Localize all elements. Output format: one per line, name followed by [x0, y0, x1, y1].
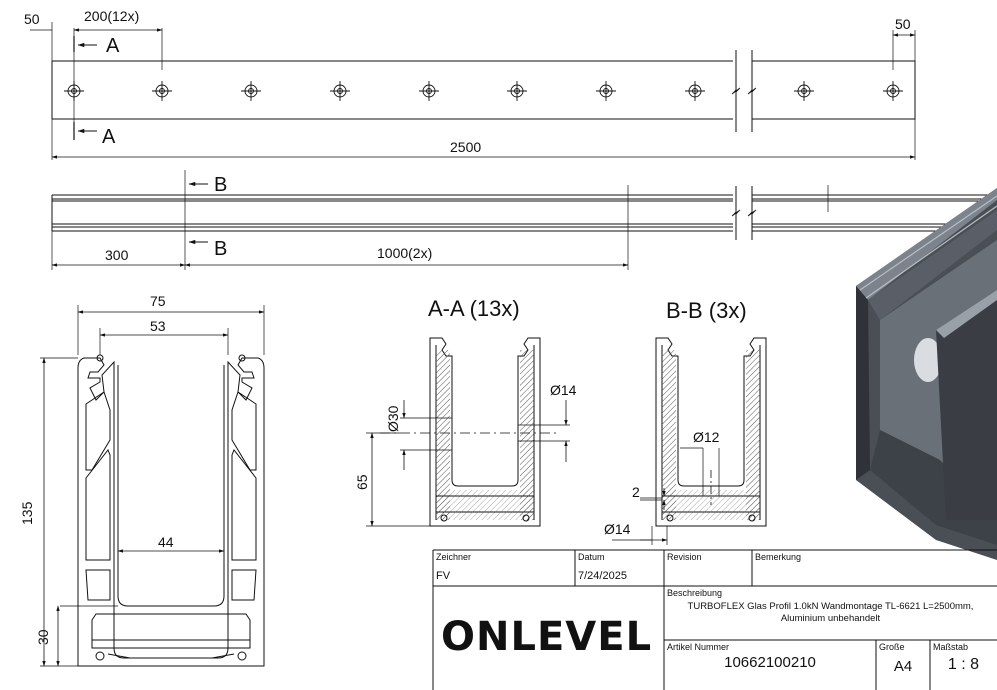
top-view-holes [64, 81, 903, 101]
artikel-value: 10662100210 [724, 654, 816, 671]
dim-inner-53: 53 [150, 318, 166, 334]
dim-spacing-1000: 1000(2x) [377, 245, 432, 261]
bemerkung-label: Bemerkung [755, 552, 802, 562]
logo-cell: ONLEVEL [433, 586, 664, 690]
beschreibung-label: Beschreibung [667, 588, 723, 598]
hole-marker [330, 81, 350, 101]
section-b-label-bottom: B [214, 238, 227, 260]
hole-marker [883, 81, 903, 101]
revision-label: Revision [667, 552, 702, 562]
section-a-label-bottom: A [102, 126, 116, 148]
dim-width-75: 75 [150, 293, 166, 309]
hole-marker [596, 81, 616, 101]
hole-marker [685, 81, 705, 101]
hole-marker [241, 81, 261, 101]
dim-offset-300: 300 [105, 247, 129, 263]
beschreibung-line2: Aluminium unbehandelt [780, 613, 881, 624]
section-aa-drawing [366, 337, 570, 527]
dim-spacing-200: 200(12x) [84, 8, 139, 24]
massstab-label: Maßstab [933, 642, 969, 652]
title-block: Zeichner FV Datum 7/24/2025 Revision Bem… [433, 550, 997, 690]
section-b-label-top: B [214, 174, 227, 196]
zeichner-label: Zeichner [436, 552, 472, 562]
section-aa-title: A-A (13x) [428, 296, 520, 321]
dim-top-left-50: 50 [24, 11, 40, 27]
zeichner-cell: Zeichner FV [433, 550, 575, 586]
dim-hole-14b: Ø14 [604, 521, 631, 537]
section-a-label-top: A [106, 35, 120, 57]
massstab-cell: Maßstab 1 : 8 [930, 640, 997, 690]
dim-hole-30: Ø30 [385, 405, 401, 432]
hole-marker [152, 81, 172, 101]
dim-height-65: 65 [354, 474, 370, 490]
revision-cell: Revision [664, 550, 752, 586]
profile-3d-render [856, 188, 997, 560]
groesse-cell: Große A4 [876, 640, 930, 690]
bemerkung-cell: Bemerkung [752, 550, 997, 586]
dim-height-135: 135 [19, 501, 35, 525]
datum-label: Datum [578, 552, 605, 562]
section-bb-title: B-B (3x) [666, 298, 747, 323]
massstab-value: 1 : 8 [947, 656, 980, 673]
dim-right-50: 50 [895, 16, 911, 32]
dim-base-30: 30 [35, 629, 51, 645]
groesse-label: Große [879, 642, 905, 652]
dim-hole-12: Ø12 [693, 429, 720, 445]
datum-cell: Datum 7/24/2025 [575, 550, 664, 586]
side-view [51, 170, 997, 270]
hole-marker [64, 81, 84, 101]
dim-hole-14: Ø14 [550, 382, 577, 398]
datum-value: 7/24/2025 [578, 570, 627, 582]
artikel-label: Artikel Nummer [667, 642, 730, 652]
beschreibung-line1: TURBOFLEX Glas Profil 1.0kN Wandmontage … [687, 601, 974, 612]
section-bb-drawing [612, 337, 767, 545]
hole-marker [419, 81, 439, 101]
onlevel-logo: ONLEVEL [441, 614, 653, 660]
beschreibung-cell: Beschreibung TURBOFLEX Glas Profil 1.0kN… [664, 586, 997, 640]
profile-cross-section [40, 305, 265, 667]
dim-bottom-44: 44 [158, 534, 174, 550]
title-block-frame [432, 549, 997, 690]
dim-offset-2: 2 [632, 484, 640, 500]
zeichner-value: FV [436, 570, 451, 582]
groesse-value: A4 [893, 658, 913, 675]
dim-total-2500: 2500 [450, 139, 481, 155]
artikel-cell: Artikel Nummer 10662100210 [664, 640, 876, 690]
hole-marker [794, 81, 814, 101]
hole-marker [507, 81, 527, 101]
